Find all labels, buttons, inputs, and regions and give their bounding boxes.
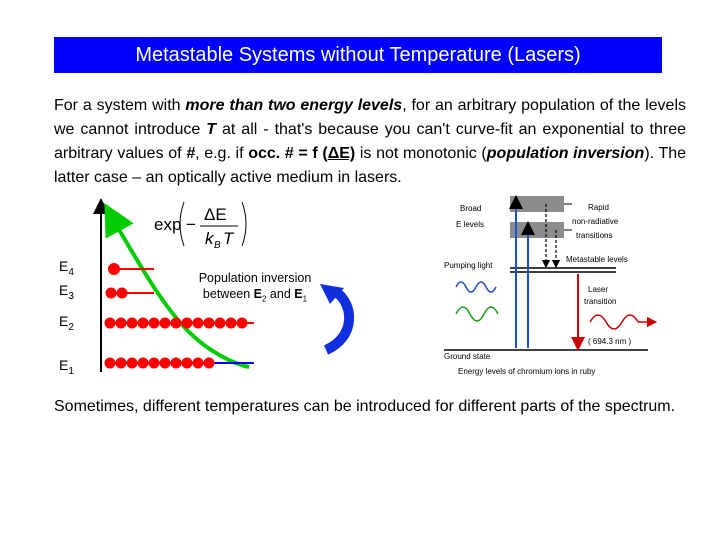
inversion-label: Population inversion between E2 and E1 xyxy=(198,271,312,304)
svg-text:transitions: transitions xyxy=(576,231,612,240)
pump-wave-green xyxy=(455,306,499,322)
wavelength-label: ( 694.3 nm ) xyxy=(588,337,631,346)
intro-paragraph: For a system with more than two energy l… xyxy=(54,97,687,186)
label-e2: E2 xyxy=(59,313,74,333)
e3-dot xyxy=(116,287,128,299)
closing-paragraph: Sometimes, different temperatures can be… xyxy=(54,398,676,415)
svg-text:B: B xyxy=(214,240,221,251)
boltzmann-formula: exp − ΔE k B T xyxy=(154,201,247,251)
e1-dots xyxy=(104,357,215,369)
label-e3: E3 xyxy=(59,282,74,302)
svg-text:Laser: Laser xyxy=(588,285,608,294)
ruby-laser-svg: Broad E levels Rapid non-radiative trans… xyxy=(444,195,658,376)
e2-dots xyxy=(104,317,248,329)
population-diagram-svg: exp − ΔE k B T xyxy=(93,198,354,372)
metastable-label: Metastable levels xyxy=(566,255,628,264)
laser-wave xyxy=(589,314,639,330)
pumping-light-label: Pumping light xyxy=(444,261,493,270)
svg-text:T: T xyxy=(223,229,235,248)
slide-title: Metastable Systems without Temperature (… xyxy=(54,37,662,73)
pump-wave-blue xyxy=(455,281,497,293)
broad-label: Broad xyxy=(460,204,481,213)
svg-text:non-radiative: non-radiative xyxy=(572,217,619,226)
population-inversion-diagram: exp − ΔE k B T xyxy=(54,192,354,377)
ruby-laser-diagram: Broad E levels Rapid non-radiative trans… xyxy=(438,192,678,377)
svg-text:exp: exp xyxy=(154,215,181,234)
svg-text:−: − xyxy=(186,215,196,234)
broad-level-upper xyxy=(510,196,564,212)
ground-state-label: Ground state xyxy=(444,352,491,361)
svg-text:ΔE: ΔE xyxy=(204,205,227,224)
e4-dot xyxy=(108,263,120,275)
boltzmann-curve xyxy=(116,226,250,369)
inversion-arrow xyxy=(323,287,354,355)
e3-dot xyxy=(105,287,117,299)
ruby-caption: Energy levels of chromium ions in ruby xyxy=(458,367,595,376)
label-e4: E4 xyxy=(59,258,74,278)
svg-text:transition: transition xyxy=(584,297,616,306)
svg-text:k: k xyxy=(205,229,215,248)
label-e1: E1 xyxy=(59,357,74,377)
svg-text:Rapid: Rapid xyxy=(588,203,609,212)
e-levels-label: E levels xyxy=(456,220,484,229)
